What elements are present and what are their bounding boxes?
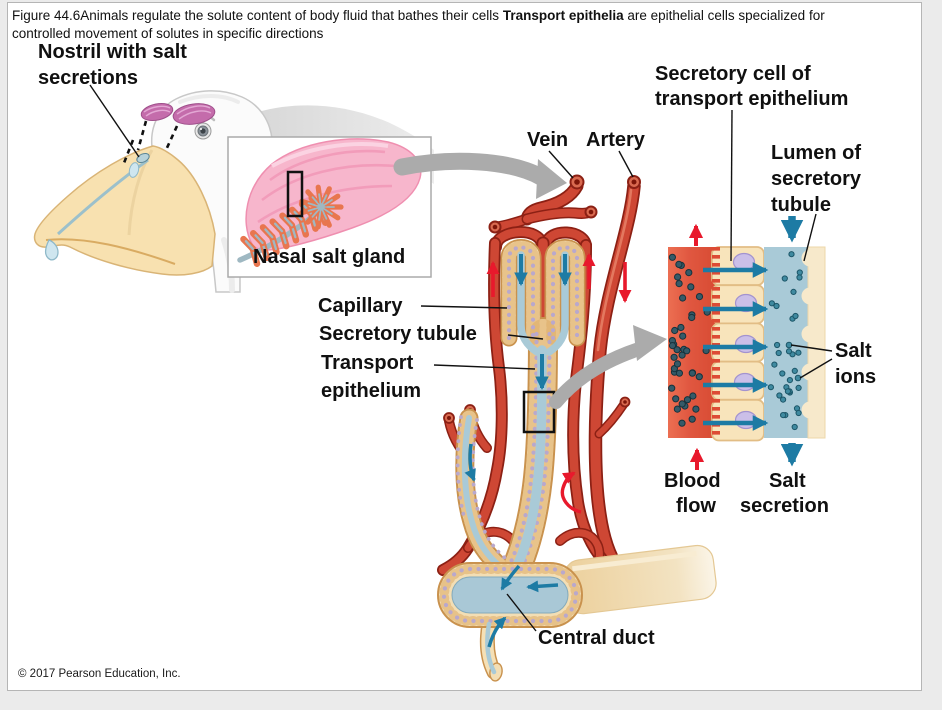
- salt-gland-left: [140, 102, 174, 122]
- beak-mouth-line: [45, 238, 176, 265]
- gland-medallion: [299, 184, 344, 230]
- flow-arrows: [464, 253, 632, 648]
- nostril-label-line1: Nostril with salt: [38, 41, 187, 63]
- salt-gland-right: [172, 103, 216, 125]
- central-duct-area: [437, 544, 717, 682]
- inset-highlight-rect: [286, 170, 304, 218]
- salt-secretion-label-line1: Salt: [769, 470, 806, 492]
- salt-ions-label-line1: Salt: [835, 340, 872, 362]
- artery-vessel: [588, 179, 641, 575]
- vessel-openings: [443, 174, 641, 424]
- bird-beak: [33, 145, 216, 276]
- bird-eye: [194, 122, 212, 140]
- tubule-labels: Vein Artery Capillary Secretory tubule T…: [318, 129, 646, 402]
- vein-leader: [548, 150, 574, 179]
- salt-ions-in-lumen: [768, 251, 803, 322]
- vein-label: Vein: [527, 129, 568, 151]
- central-duct-lumen: [451, 576, 569, 614]
- salt-ions-leader-a: [790, 344, 833, 352]
- caption-figure-number: Figure 44.6: [12, 8, 81, 23]
- salt-ion-dot-b: [794, 374, 802, 382]
- transport-arrows: [703, 262, 769, 431]
- salt-ions-leader-b: [799, 358, 833, 379]
- salt-ions-label-line2: ions: [835, 366, 876, 388]
- bird-head-shading: [178, 94, 240, 104]
- tubule-highlight-rect: [522, 390, 556, 434]
- copyright-text: © 2017 Pearson Education, Inc.: [18, 668, 181, 680]
- blood-flow-label-line2: flow: [676, 495, 716, 517]
- transport-epithelium-label-line1: Transport: [321, 352, 414, 374]
- duct-continuation-tube: [563, 544, 717, 615]
- nostril-label-line2: secretions: [38, 67, 138, 89]
- central-duct-label: Central duct: [538, 627, 655, 649]
- callout-arrow-2: [549, 325, 667, 409]
- transport-epithelium-panel: Secretory cell of transport epithelium L…: [655, 63, 876, 517]
- caption-bold-term: Transport epithelia: [502, 8, 624, 23]
- salt-secretion-label-line2: secretion: [740, 495, 829, 517]
- capillary-label: Capillary: [318, 295, 403, 317]
- nostril-with-drop: [128, 152, 150, 178]
- salt-ions-in-blood: [668, 253, 711, 340]
- artery-label: Artery: [586, 129, 646, 151]
- blood-flow-label-line1: Blood: [664, 470, 721, 492]
- salt-ions-in-blood-dense: [668, 337, 710, 427]
- figure-caption: Figure 44.6Animals regulate the solute c…: [12, 7, 910, 42]
- lumen-label-line2: secretory: [771, 168, 862, 190]
- transport-epithelium-leader: [433, 364, 536, 370]
- transport-epithelium-label-line2: epithelium: [321, 380, 421, 402]
- caption-text-1: Animals regulate the solute content of b…: [80, 8, 503, 23]
- nostril-leader-line: [89, 84, 140, 158]
- salt-ion-dot-a: [785, 341, 793, 349]
- secretory-tubule-leader: [507, 334, 544, 340]
- secretory-tubule-label: Secretory tubule: [319, 323, 477, 345]
- lumen-label-line1: Lumen of: [771, 142, 861, 164]
- nasal-gland-inset: Nasal salt gland: [227, 136, 432, 278]
- artery-leader: [618, 150, 634, 178]
- caption-text-2: are epithelial cells specialized for: [623, 8, 825, 23]
- capillary-leader: [420, 305, 508, 309]
- central-duct-leader: [506, 593, 537, 632]
- salt-ions-in-lumen-dense: [767, 341, 802, 431]
- secretory-cell-leader: [730, 109, 733, 262]
- opposite-wall-sliver: [801, 246, 826, 439]
- gland-highlight: [271, 142, 389, 168]
- callout-arrow-1: [393, 152, 567, 199]
- beak-tip-drop: [44, 239, 59, 261]
- secretory-cell-label-line1: Secretory cell of: [655, 63, 811, 85]
- lumen-label-line3: tubule: [771, 194, 831, 216]
- tubule-system: Central duct: [437, 174, 717, 682]
- caption-text-3: controlled movement of solutes in specif…: [12, 25, 324, 41]
- lumen-leader: [803, 213, 817, 262]
- gland-duct-dashes: [122, 120, 179, 164]
- nasal-gland-label: Nasal salt gland: [253, 246, 405, 268]
- secretory-cell-label-line2: transport epithelium: [655, 88, 848, 110]
